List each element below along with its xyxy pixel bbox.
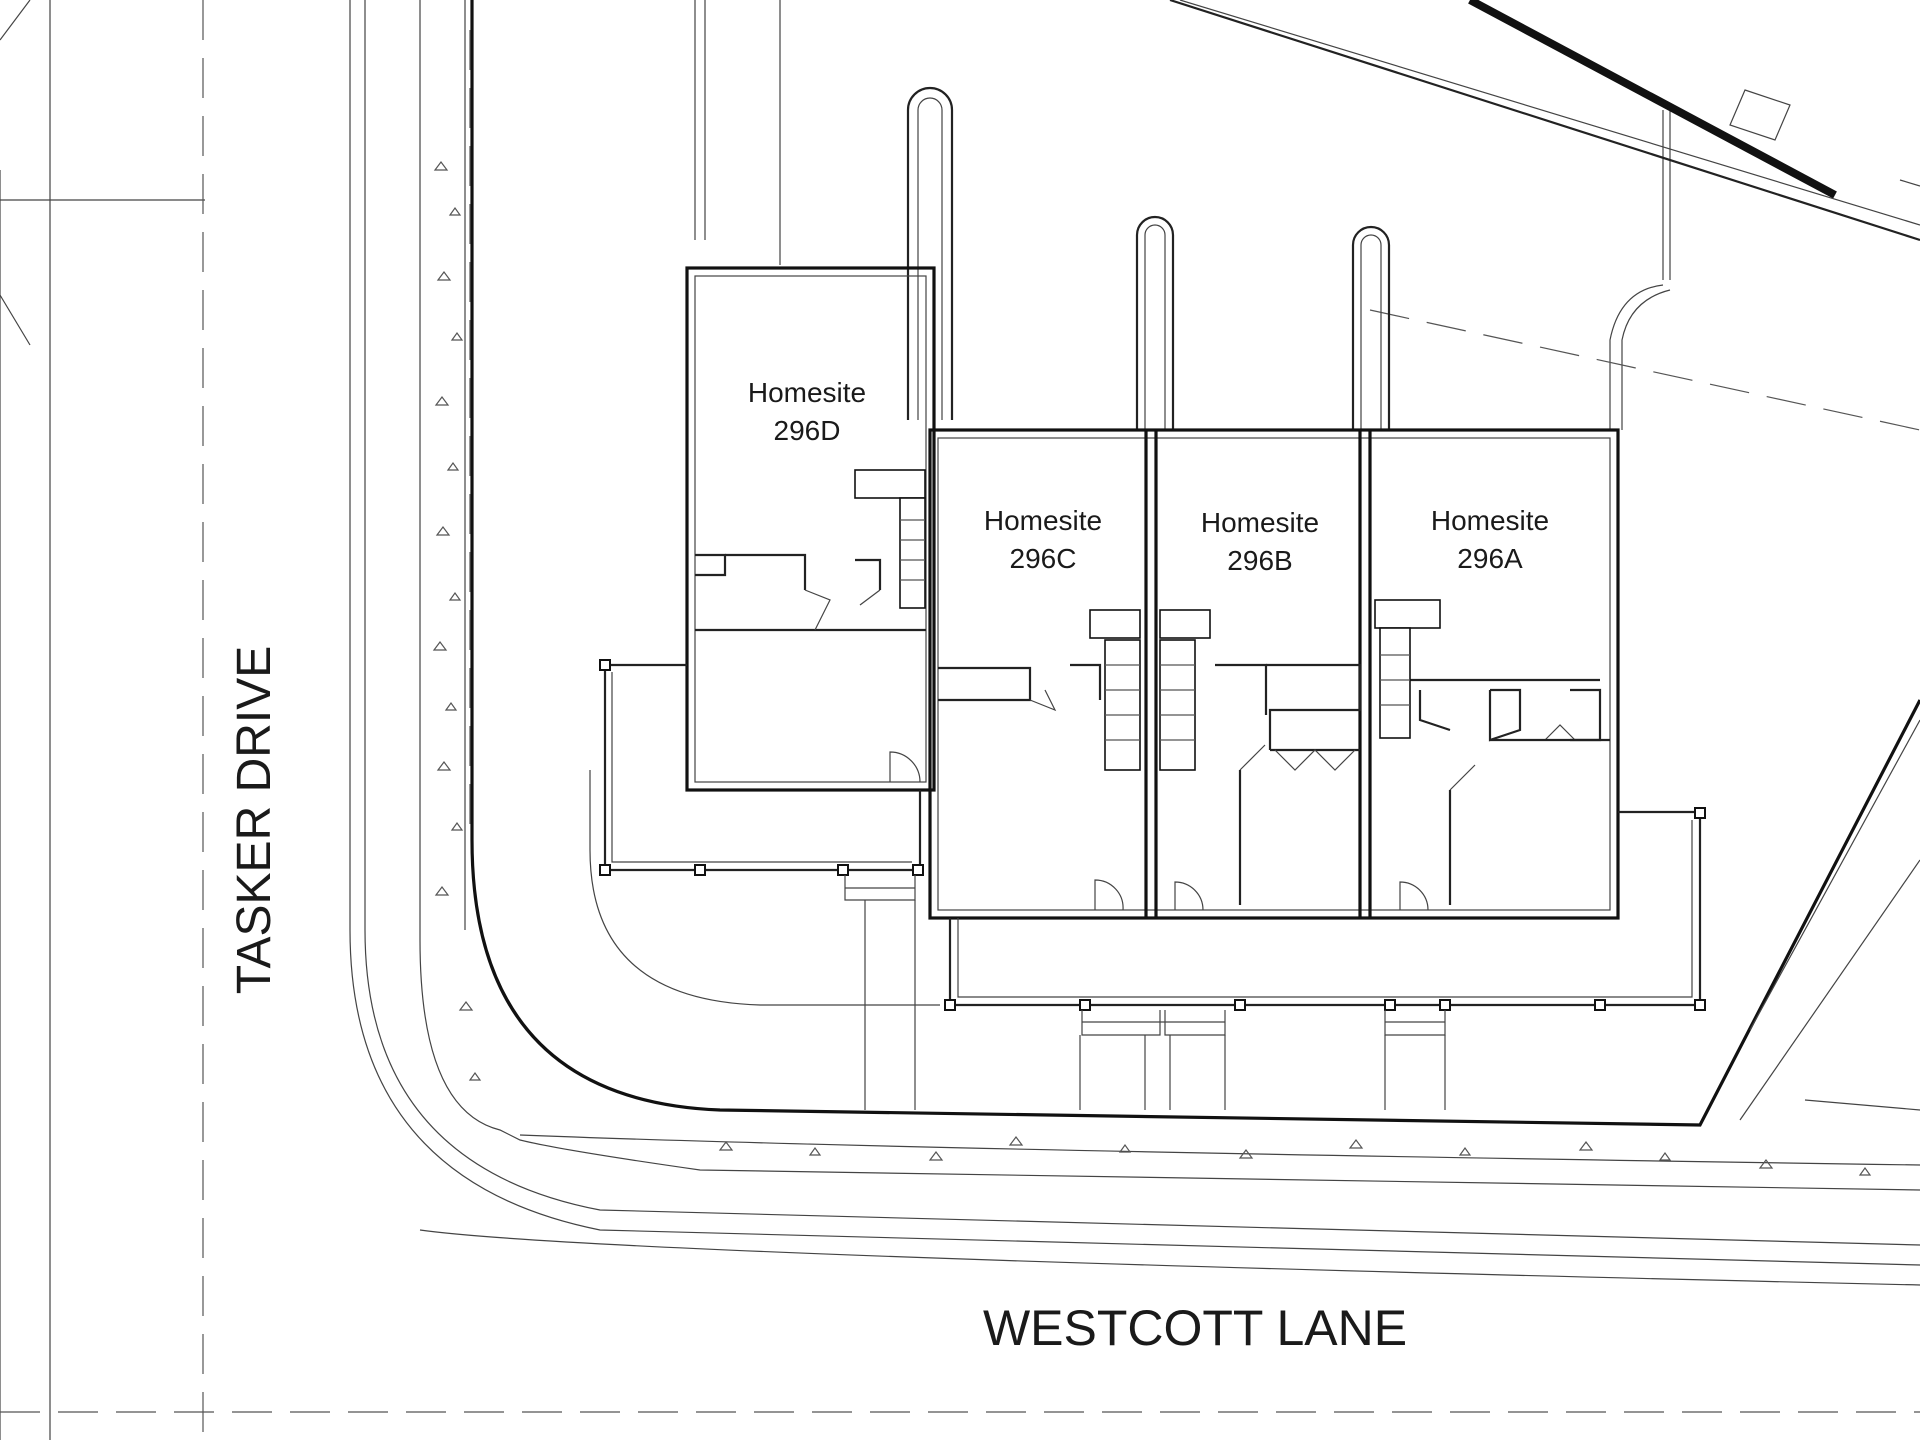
- porches: [599, 659, 1706, 1110]
- homesite-296b-label-line1: Homesite: [1201, 507, 1319, 538]
- parking-islands: [906, 86, 1391, 430]
- homesite-296a-label-line2: 296A: [1457, 543, 1523, 574]
- inner-curb: [589, 770, 940, 1006]
- street-label-tasker-drive: TASKER DRIVE: [228, 646, 281, 995]
- stairs: [854, 469, 1441, 771]
- interior-walls: [695, 553, 1610, 905]
- property-line: [470, 0, 1920, 1127]
- rear-lot-lines: [694, 0, 1920, 431]
- planting-strip: [419, 0, 1920, 1191]
- homesite-296d-label-line2: 296D: [774, 415, 841, 446]
- homesite-296b-label-line2: 296B: [1227, 545, 1292, 576]
- homesite-296c-label-line1: Homesite: [984, 505, 1102, 536]
- homesite-296c-label-line2: 296C: [1010, 543, 1077, 574]
- westcott-lane-road: [0, 1229, 1920, 1413]
- homesite-296a-label-line1: Homesite: [1431, 505, 1549, 536]
- building-walls: [685, 266, 1620, 920]
- homesite-296d-label-line1: Homesite: [748, 377, 866, 408]
- street-label-westcott-lane: WESTCOTT LANE: [983, 1300, 1407, 1356]
- east-lot-lines: [1739, 719, 1920, 1121]
- door-swings: [889, 751, 1429, 911]
